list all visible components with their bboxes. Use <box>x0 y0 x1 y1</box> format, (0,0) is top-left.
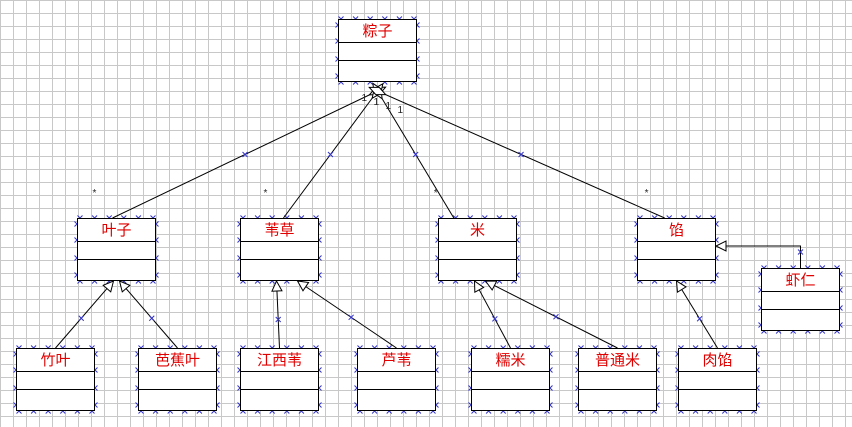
class-operations-compartment <box>472 390 549 410</box>
class-zhuye[interactable]: 竹叶 <box>16 348 95 411</box>
class-attributes-compartment <box>439 242 516 260</box>
part-multiplicity: * <box>434 188 438 199</box>
generalization-arrowhead <box>271 279 283 292</box>
class-name: 叶子 <box>78 219 155 242</box>
class-operations-compartment <box>241 260 318 280</box>
class-attributes-compartment <box>579 372 656 390</box>
class-name: 芦苇 <box>358 349 435 372</box>
class-operations-compartment <box>139 390 216 410</box>
class-xian[interactable]: 馅 <box>637 218 716 281</box>
selection-handle <box>348 314 354 321</box>
class-bajiaoye[interactable]: 芭蕉叶 <box>138 348 217 411</box>
selection-handle <box>327 151 334 158</box>
class-operations-compartment <box>358 390 435 410</box>
selection-handle <box>275 316 282 323</box>
class-operations-compartment <box>339 61 416 81</box>
class-attributes-compartment <box>472 372 549 390</box>
class-yezi[interactable]: 叶子 <box>77 218 156 281</box>
class-attributes-compartment <box>241 242 318 260</box>
class-operations-compartment <box>78 260 155 280</box>
whole-multiplicity: 1 <box>386 101 392 112</box>
class-nuomi[interactable]: 糯米 <box>471 348 550 411</box>
class-operations-compartment <box>241 390 318 410</box>
generalization-arrowhead <box>296 280 310 292</box>
class-name: 糯米 <box>472 349 549 372</box>
class-xiaren[interactable]: 虾仁 <box>761 268 840 331</box>
aggregation-diamond <box>368 86 387 96</box>
class-attributes-compartment <box>139 372 216 390</box>
selection-handle <box>492 316 498 322</box>
selection-handle <box>518 151 524 158</box>
class-operations-compartment <box>439 260 516 280</box>
whole-multiplicity: 1 <box>374 97 380 108</box>
class-operations-compartment <box>762 310 839 330</box>
part-multiplicity: * <box>645 188 649 199</box>
class-name: 竹叶 <box>17 349 94 372</box>
class-name: 江西苇 <box>241 349 318 372</box>
class-name: 米 <box>439 219 516 242</box>
generalization-line <box>726 245 801 268</box>
class-operations-compartment <box>638 260 715 280</box>
class-attributes-compartment <box>241 372 318 390</box>
generalization-arrowhead <box>675 280 687 293</box>
class-mi[interactable]: 米 <box>438 218 517 281</box>
class-weicao[interactable]: 苇草 <box>240 218 319 281</box>
class-name: 普通米 <box>579 349 656 372</box>
class-luwei[interactable]: 芦苇 <box>357 348 436 411</box>
class-operations-compartment <box>579 390 656 410</box>
part-multiplicity: * <box>93 188 97 199</box>
generalization-arrowhead <box>484 280 498 291</box>
class-putongmi[interactable]: 普通米 <box>578 348 657 411</box>
class-attributes-compartment <box>638 242 715 260</box>
class-jiangxiwei[interactable]: 江西苇 <box>240 348 319 411</box>
class-zongzi[interactable]: 粽子 <box>338 19 417 82</box>
selection-handle <box>78 315 85 322</box>
whole-multiplicity: 1 <box>398 105 404 116</box>
selection-handle <box>148 315 155 322</box>
generalization-arrowhead <box>118 280 131 293</box>
class-name: 馅 <box>638 219 715 242</box>
class-operations-compartment <box>679 390 756 410</box>
part-multiplicity: * <box>263 188 267 199</box>
generalization-arrowhead <box>714 240 727 252</box>
selection-handle <box>412 151 419 158</box>
selection-handle <box>797 249 804 255</box>
generalization-arrowhead <box>473 280 485 293</box>
class-attributes-compartment <box>358 372 435 390</box>
class-name: 苇草 <box>241 219 318 242</box>
class-attributes-compartment <box>679 372 756 390</box>
class-name: 粽子 <box>339 20 416 43</box>
generalization-arrowhead <box>102 280 115 293</box>
class-attributes-compartment <box>339 43 416 61</box>
class-attributes-compartment <box>78 242 155 260</box>
whole-multiplicity: 1 <box>362 93 368 104</box>
selection-handle <box>553 313 559 320</box>
class-operations-compartment <box>17 390 94 410</box>
class-rouxian[interactable]: 肉馅 <box>678 348 757 411</box>
class-attributes-compartment <box>762 292 839 310</box>
class-name: 芭蕉叶 <box>139 349 216 372</box>
selection-handle <box>242 151 248 158</box>
selection-handle <box>696 315 703 322</box>
class-name: 肉馅 <box>679 349 756 372</box>
class-attributes-compartment <box>17 372 94 390</box>
class-name: 虾仁 <box>762 269 839 292</box>
